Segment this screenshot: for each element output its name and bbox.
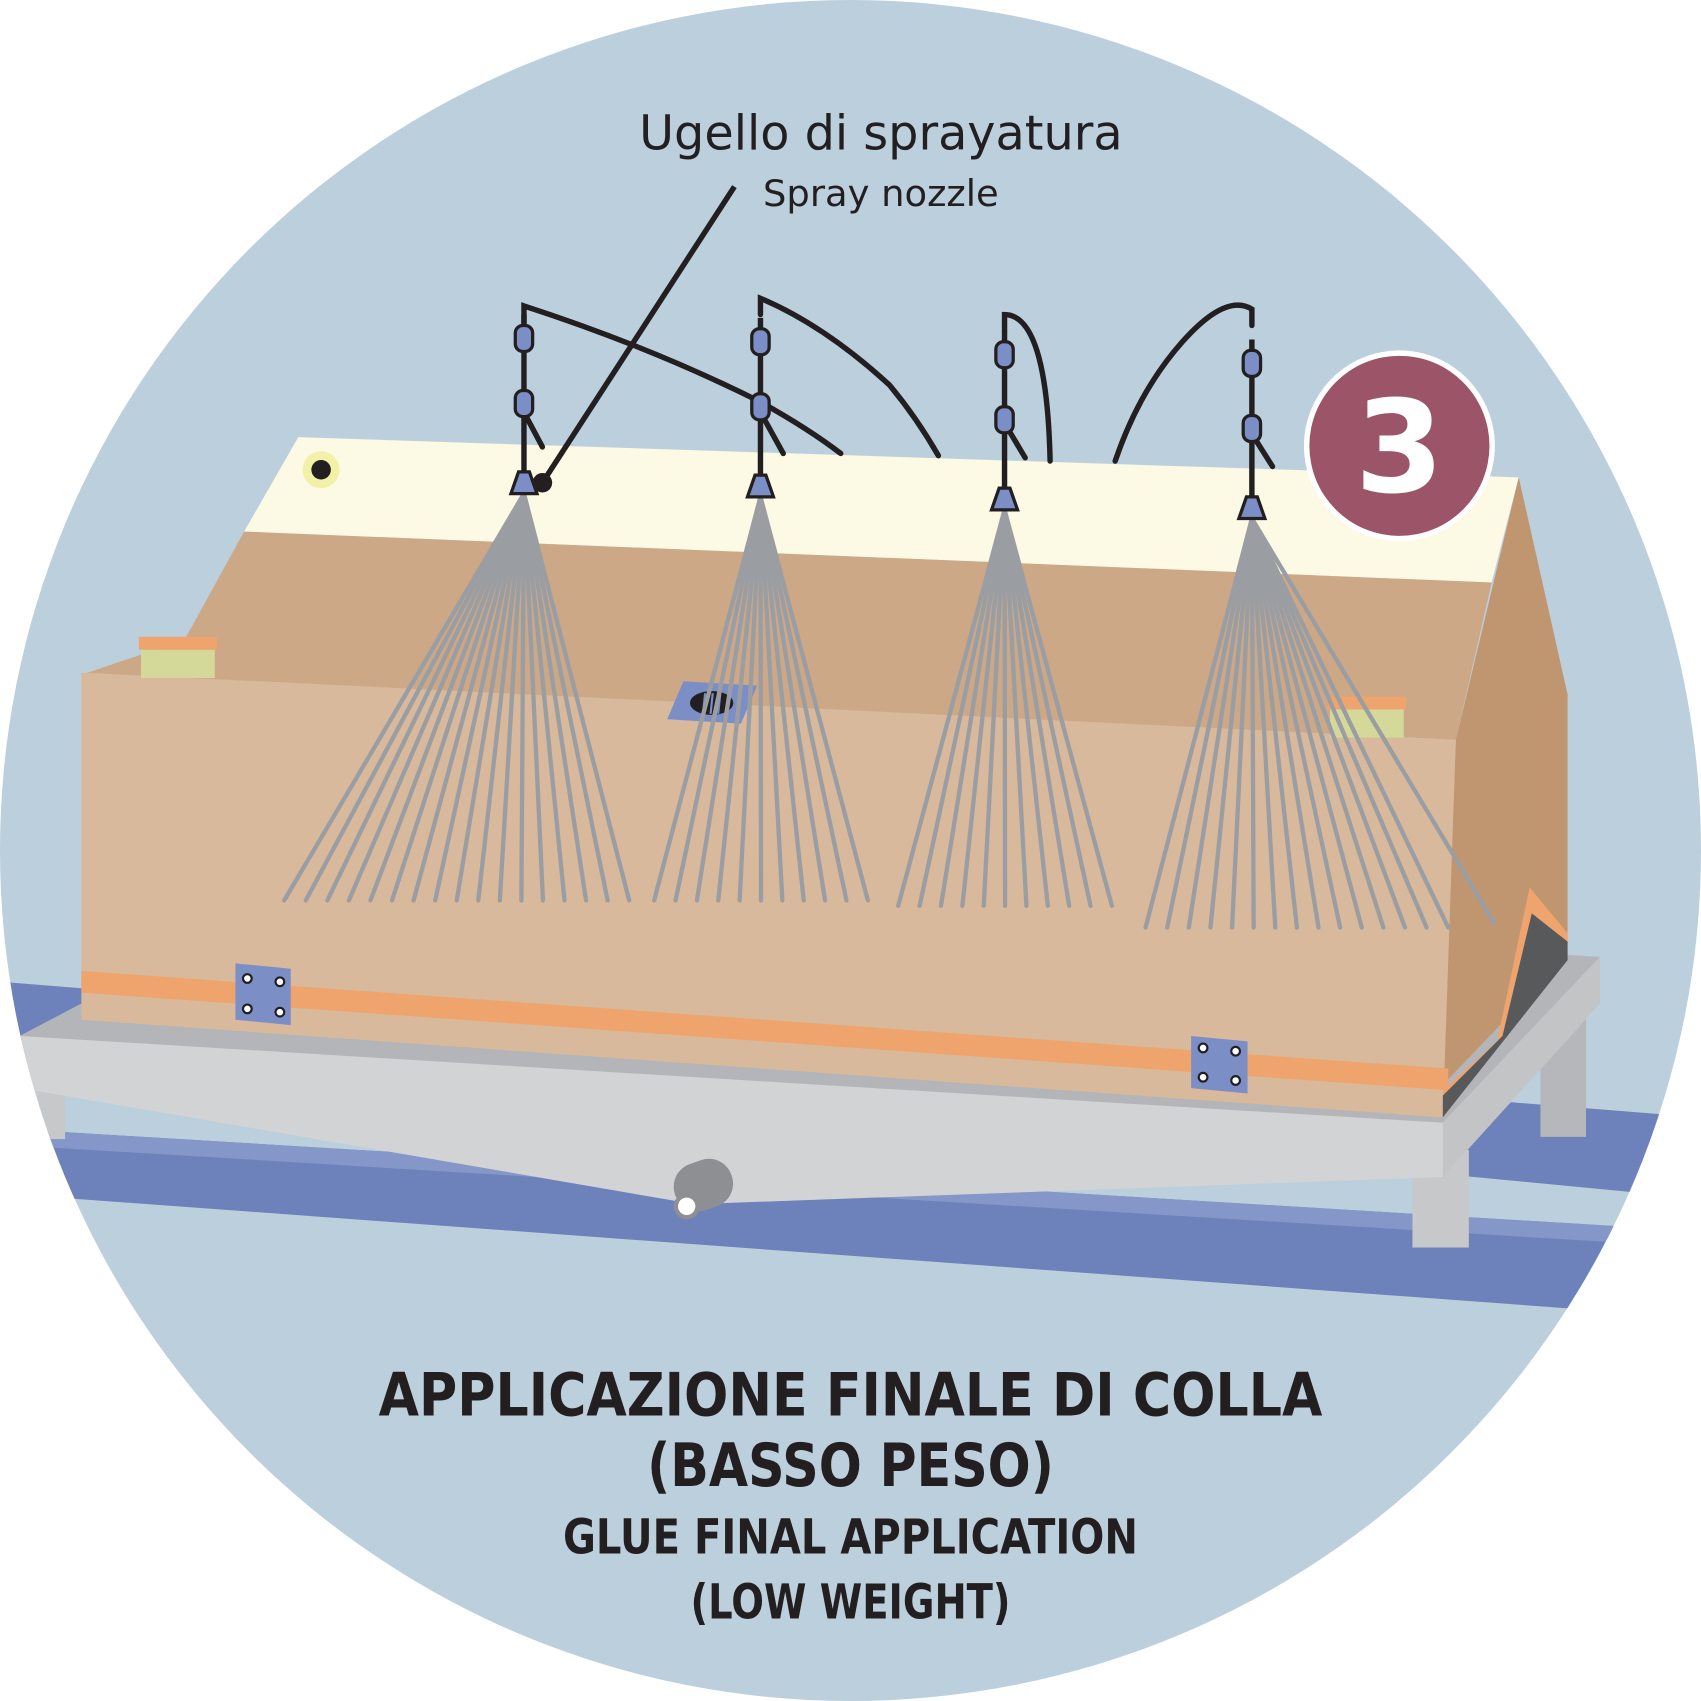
spray-line — [1208, 516, 1255, 930]
spray-line — [1249, 516, 1300, 930]
spray-line — [1249, 516, 1408, 930]
spray-line — [497, 491, 527, 903]
spray-line — [346, 491, 527, 903]
spray-line — [758, 494, 764, 903]
spray-line — [432, 491, 527, 903]
step-badge: 3 — [1303, 350, 1495, 542]
spray-line — [1249, 516, 1429, 930]
spray-line — [521, 491, 632, 903]
spray-line — [1249, 516, 1451, 930]
spray-line — [368, 491, 527, 903]
spray-line — [960, 507, 1007, 908]
box-label-tab-body — [141, 649, 215, 679]
platform-front — [19, 956, 1601, 1205]
spray-line — [521, 491, 546, 903]
step-badge-number: 3 — [1355, 373, 1444, 522]
spray-line — [325, 491, 527, 903]
spray-line — [1249, 516, 1256, 930]
spray-line — [521, 491, 610, 903]
spray-line — [896, 507, 1007, 908]
spray-line — [1186, 516, 1255, 930]
title-en-line1: GLUE FINAL APPLICATION — [563, 1510, 1138, 1565]
spray-line — [917, 507, 1007, 908]
spray-line — [389, 491, 527, 903]
spray-line — [1249, 516, 1321, 930]
roller-icon — [673, 1158, 734, 1220]
spray-line — [1229, 516, 1255, 930]
spray-line — [1143, 516, 1255, 930]
title-it-line2: (BASSO PESO) — [647, 1432, 1054, 1501]
spray-line — [411, 491, 527, 903]
title-en-line2: (LOW WEIGHT) — [690, 1576, 1010, 1631]
spray-line — [1002, 507, 1093, 908]
spray-line — [1249, 516, 1278, 930]
spray-line — [1002, 507, 1029, 908]
spray-nozzle-icon — [745, 317, 776, 499]
spray-line — [519, 491, 527, 903]
spray-line — [521, 491, 589, 903]
spray-nozzle-icon — [989, 330, 1020, 512]
vent-icon — [667, 681, 758, 724]
spray-fans — [282, 491, 1497, 930]
spray-line — [303, 491, 527, 903]
box-corner-dark — [1442, 913, 1568, 1118]
callout-label-it: Ugello di sprayatura — [639, 107, 1122, 162]
bolt-plate-icon — [1191, 1036, 1248, 1094]
box-top — [244, 437, 1519, 583]
spray-line — [454, 491, 527, 903]
spray-line — [651, 494, 763, 903]
box-label-tab — [1327, 696, 1406, 710]
spray-line — [758, 494, 871, 903]
spray-line — [1002, 507, 1050, 908]
nozzle-group — [508, 314, 1268, 521]
bolt-plate-icon — [235, 963, 291, 1026]
platform-edge — [1442, 956, 1601, 1178]
spray-line — [282, 491, 527, 903]
conveyor-belt-lower — [0, 1128, 1701, 1319]
sensor-dot-center — [311, 459, 331, 480]
spray-line — [1002, 507, 1072, 908]
spray-line — [758, 494, 849, 903]
spray-line — [673, 494, 763, 903]
spray-line — [1249, 516, 1386, 930]
spray-line — [1002, 507, 1008, 908]
spray-line — [1002, 507, 1115, 908]
spray-line — [938, 507, 1007, 908]
spray-line — [758, 494, 828, 903]
spray-line — [1249, 516, 1343, 930]
spray-line — [476, 491, 527, 903]
spray-line — [1165, 516, 1255, 930]
spray-line — [521, 491, 567, 903]
spray-line — [758, 494, 806, 903]
hoses — [521, 294, 1276, 470]
callout-leader-dot — [532, 472, 553, 493]
spray-line — [981, 507, 1007, 908]
box-label-tab — [138, 636, 217, 650]
spray-line — [758, 494, 785, 903]
box-stripe — [81, 970, 1449, 1091]
callout-label-en: Spray nozzle — [763, 172, 999, 215]
title-it-line1: APPLICAZIONE FINALE DI COLLA — [379, 1362, 1323, 1431]
callout-leader-line — [540, 185, 737, 485]
spray-line — [737, 494, 763, 903]
spray-line — [716, 494, 763, 903]
spray-line — [1249, 516, 1364, 930]
spray-nozzle-icon — [1236, 339, 1268, 521]
spray-line — [1250, 517, 1497, 926]
spray-nozzle-icon — [508, 314, 540, 496]
spray-line — [694, 494, 763, 903]
box-back — [81, 531, 1492, 740]
